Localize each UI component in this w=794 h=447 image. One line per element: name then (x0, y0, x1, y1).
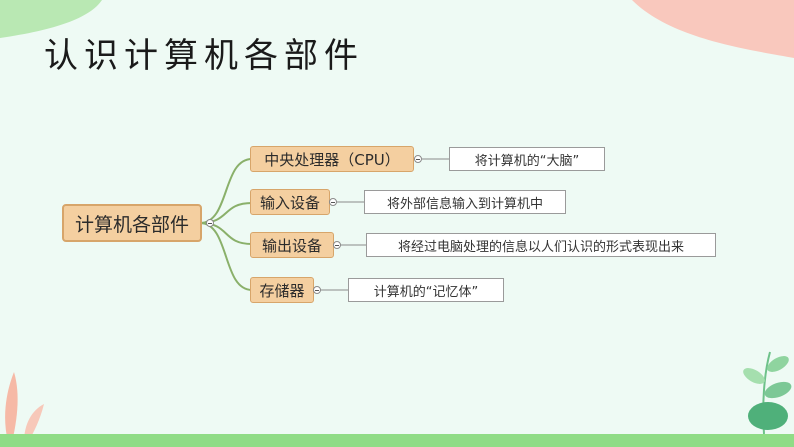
collapse-icon[interactable] (414, 155, 422, 163)
branch-node-storage[interactable]: 存储器 (250, 277, 314, 303)
note-output: 将经过电脑处理的信息以人们认识的形式表现出来 (366, 233, 716, 257)
bottom-green-band (0, 434, 794, 447)
bottom-right-leaf-decoration-icon (743, 351, 792, 434)
collapse-icon[interactable] (329, 198, 337, 206)
note-input: 将外部信息输入到计算机中 (364, 190, 566, 214)
collapse-icon[interactable] (313, 286, 321, 294)
top-right-pink-blob (632, 0, 794, 58)
top-left-green-blob (0, 0, 102, 38)
collapse-icon[interactable] (206, 219, 214, 227)
mindmap-root-node[interactable]: 计算机各部件 (62, 204, 202, 242)
branch-node-output[interactable]: 输出设备 (250, 232, 334, 258)
branch-node-input[interactable]: 输入设备 (250, 189, 330, 215)
collapse-icon[interactable] (333, 241, 341, 249)
note-cpu: 将计算机的“大脑” (449, 147, 605, 171)
page-title: 认识计算机各部件 (44, 36, 364, 76)
branch-node-cpu[interactable]: 中央处理器（CPU） (250, 146, 414, 172)
bottom-left-plant-icon (5, 372, 44, 442)
note-storage: 计算机的“记忆体” (348, 278, 504, 302)
